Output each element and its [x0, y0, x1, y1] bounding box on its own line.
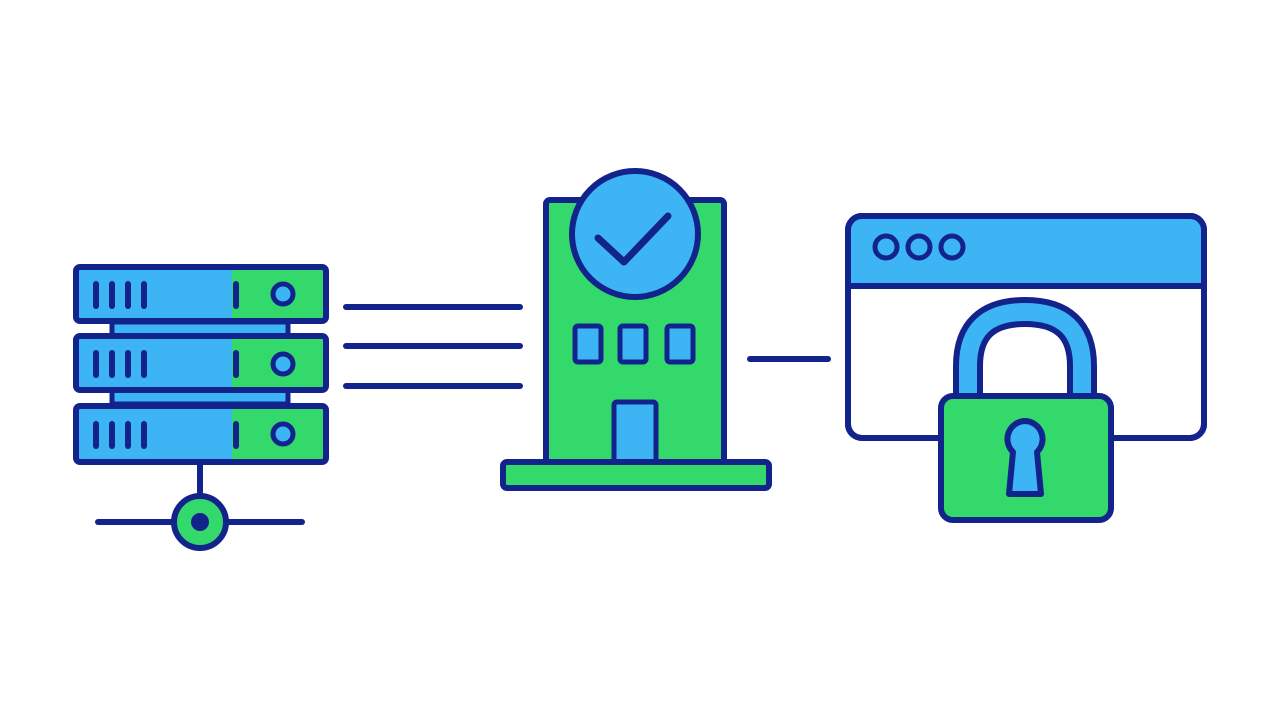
window-icon	[572, 323, 696, 365]
padlock-icon	[938, 297, 1114, 523]
network-node-icon	[95, 459, 305, 551]
server-unit	[73, 333, 329, 393]
door-icon	[611, 399, 659, 467]
server-unit	[73, 264, 329, 324]
secure-browser-icon	[845, 213, 1207, 523]
checkmark-icon	[594, 212, 672, 266]
triple-line-connector	[343, 304, 523, 389]
window-dots-icon	[872, 233, 966, 261]
verified-building-icon	[500, 168, 772, 491]
keyhole-icon	[1004, 418, 1046, 497]
server-unit	[73, 403, 329, 465]
checkmark-badge-icon	[569, 168, 701, 300]
server-rack-icon	[73, 264, 329, 551]
